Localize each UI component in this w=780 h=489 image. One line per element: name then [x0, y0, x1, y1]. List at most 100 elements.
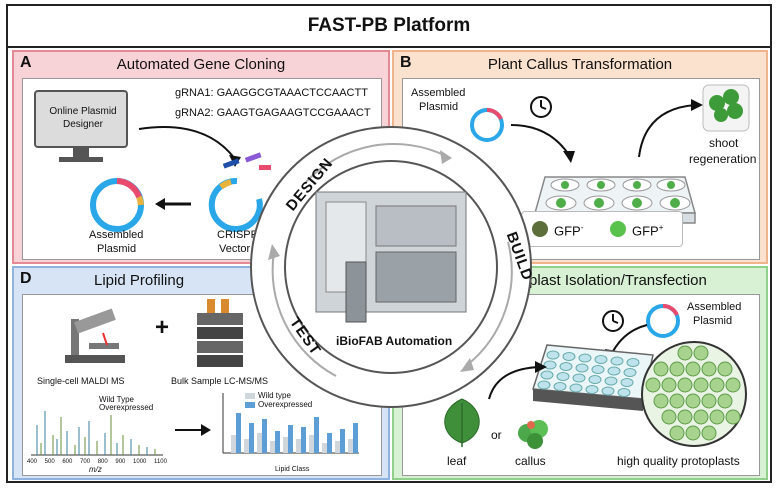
lipid-bar-wild-type — [348, 439, 353, 453]
designer-label: Online Plasmid Designer — [49, 106, 117, 130]
plate-well — [562, 352, 576, 361]
plate-well — [559, 362, 573, 371]
protoplast-cell — [701, 393, 717, 409]
lipid-bar-wild-type — [244, 439, 249, 453]
legend-swatch-wt — [245, 392, 255, 399]
mz-tick: 1000 — [133, 459, 147, 465]
protoplast-cell — [717, 361, 733, 377]
protoplast-cell — [669, 361, 685, 377]
lipid-bar-wild-type — [270, 441, 275, 453]
figure-title: FAST-PB Platform — [8, 6, 770, 48]
protoplast-cell — [677, 409, 693, 425]
shoot-label-2: regeneration — [689, 152, 757, 166]
protoplast-cell — [653, 361, 669, 377]
panel-a-letter: A — [20, 54, 32, 71]
lipid-bar-wild-type — [296, 439, 301, 453]
plate-well — [623, 368, 637, 377]
plate-well — [617, 388, 631, 397]
plate-well — [585, 385, 599, 394]
plate-well — [588, 375, 602, 384]
plate-well — [553, 382, 567, 391]
protoplast-cell — [661, 377, 677, 393]
protoplast-cell — [677, 377, 693, 393]
monitor-icon — [34, 90, 128, 162]
bar-legend-wt: Wild type — [258, 391, 291, 400]
arrow-to-bar-chart — [175, 424, 211, 436]
plate-well — [572, 373, 586, 383]
plate-well — [620, 378, 634, 387]
mass-spectrum-chart — [31, 411, 163, 456]
gfp-positive-icon — [610, 221, 626, 237]
panel-d-letter: D — [20, 270, 32, 287]
protoplast-cell — [725, 409, 741, 425]
gfp-negative-icon — [532, 221, 548, 237]
grna2-sequence: gRNA2: GAAGTGAGAAGTCCGAAACT — [175, 107, 371, 119]
lipid-class-label: Lipid Class — [275, 466, 310, 473]
lipid-bar-wild-type — [231, 435, 236, 453]
b-assembled-label-2: Plasmid — [419, 101, 459, 113]
plate-well — [594, 355, 608, 364]
lipid-bar-overexpressed — [301, 427, 306, 453]
gfp-positive-label: GFP+ — [632, 223, 664, 239]
plate-well — [626, 358, 640, 367]
protoplast-cell — [669, 425, 685, 441]
protoplast-cell — [645, 377, 661, 393]
lipid-bar-overexpressed — [249, 423, 254, 453]
lipid-bar-overexpressed — [236, 413, 241, 453]
plate-well — [569, 383, 583, 393]
protoplasts-label: high quality protoplasts — [617, 454, 740, 468]
protoplast-cell — [677, 345, 693, 361]
arrow-leaf-to-plate — [488, 361, 547, 400]
grna-fragments-icon — [222, 152, 271, 170]
b-plasmid-icon — [470, 107, 504, 142]
plate-well — [537, 380, 551, 390]
plus-sign: + — [155, 314, 170, 341]
lipid-bar-wild-type — [283, 437, 288, 453]
lipid-bar-wild-type — [335, 441, 340, 453]
plate-well — [604, 376, 618, 386]
dbt-cycle-wheel — [250, 126, 532, 408]
mz-tick-labels: 400 500 600 700 800 900 1000 1100 — [27, 456, 167, 469]
protoplast-cell — [701, 425, 717, 441]
arrow-to-plate — [510, 124, 575, 163]
bar-legend: Wild type Overexpressed — [245, 391, 312, 409]
plate-well — [578, 353, 592, 363]
spectrum-legend-wt: Wild Type — [99, 395, 134, 404]
c-assembled-label-2: Plasmid — [693, 315, 733, 327]
mz-tick: 800 — [97, 459, 108, 465]
mz-tick: 400 — [27, 459, 38, 465]
automation-label: iBioFAB Automation — [336, 334, 453, 348]
shoot-label-1: shoot — [709, 136, 739, 150]
lipid-bar-chart — [222, 393, 359, 454]
panel-b: B Plant Callus Transformation Assembled … — [392, 50, 768, 264]
arrow-to-assembled — [155, 198, 191, 210]
magnify-circle-protoplasts — [641, 341, 747, 447]
assembled-label-2: Plasmid — [97, 243, 137, 255]
callus-label: callus — [515, 454, 546, 468]
protoplast-cell — [709, 377, 725, 393]
panel-b-content: Assembled Plasmid — [402, 78, 760, 260]
figure-frame: FAST-PB Platform A Automated Gene Clonin… — [6, 4, 772, 483]
plate-well — [546, 350, 560, 360]
bar-legend-oe: Overexpressed — [258, 400, 313, 409]
panel-b-letter: B — [400, 54, 412, 71]
lcms-label: Bulk Sample LC-MS/MS — [171, 376, 269, 386]
assembled-plasmid-icon — [90, 178, 144, 232]
lipid-bar-overexpressed — [262, 419, 267, 453]
protoplast-cell — [661, 409, 677, 425]
spectrum-legend-oe: Overexpressed — [99, 403, 154, 412]
plate-well — [610, 356, 624, 366]
lipid-bar-overexpressed — [314, 417, 319, 453]
protoplast-cell — [701, 361, 717, 377]
crispr-label-1: CRISPR — [217, 229, 259, 241]
lcms-icon — [197, 299, 243, 367]
lipid-bar-overexpressed — [340, 429, 345, 453]
protoplast-cell — [693, 345, 709, 361]
protoplast-cell — [669, 393, 685, 409]
plate-well — [601, 386, 615, 396]
c-plasmid-icon — [646, 303, 680, 338]
legend-swatch-oe — [245, 401, 255, 408]
gfp-legend: GFP- GFP+ — [521, 211, 683, 247]
lipid-bar-overexpressed — [327, 433, 332, 453]
lipid-bar-overexpressed — [275, 431, 280, 453]
